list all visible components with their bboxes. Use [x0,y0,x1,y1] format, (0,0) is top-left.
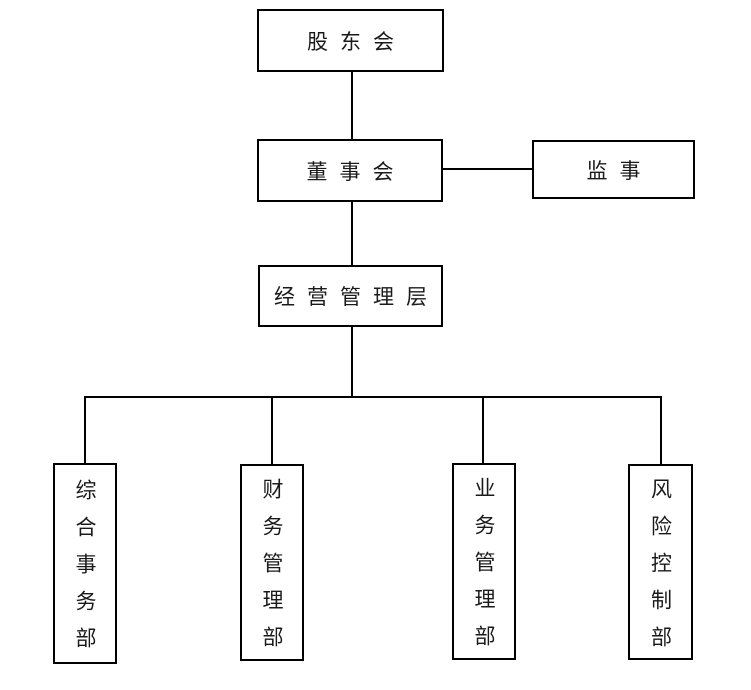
node-management-level: 经营管理层 [258,265,443,327]
node-dept-risk-control-label: 风险控制部 [648,477,673,663]
connector-management-bus [351,327,353,396]
node-shareholders-meeting: 股东会 [257,9,444,72]
node-board-of-directors-label: 董事会 [306,159,406,184]
connector-board-supervisor [443,168,532,170]
node-dept-business-management-label: 业务管理部 [472,477,496,662]
connector-drop-business-management [482,396,484,463]
node-board-of-directors: 董事会 [257,139,443,202]
node-management-level-label: 经营管理层 [274,285,439,309]
connector-departments-bus [84,396,662,398]
node-dept-risk-control: 风险控制部 [628,464,693,663]
connector-board-management [351,202,353,265]
node-dept-business-management: 业务管理部 [452,463,516,662]
node-dept-general-affairs: 综合事务部 [53,463,117,664]
connector-drop-general-affairs [84,396,86,463]
node-supervisor: 监事 [532,140,695,199]
node-dept-general-affairs-label: 综合事务部 [73,479,97,664]
connector-drop-risk-control [660,396,662,464]
node-dept-financial-management-label: 财务管理部 [260,478,284,663]
node-supervisor-label: 监事 [586,158,653,183]
node-dept-financial-management: 财务管理部 [240,464,304,663]
node-shareholders-meeting-label: 股东会 [307,29,406,54]
connector-drop-financial-management [271,396,273,464]
connector-shareholders-board [351,72,353,139]
